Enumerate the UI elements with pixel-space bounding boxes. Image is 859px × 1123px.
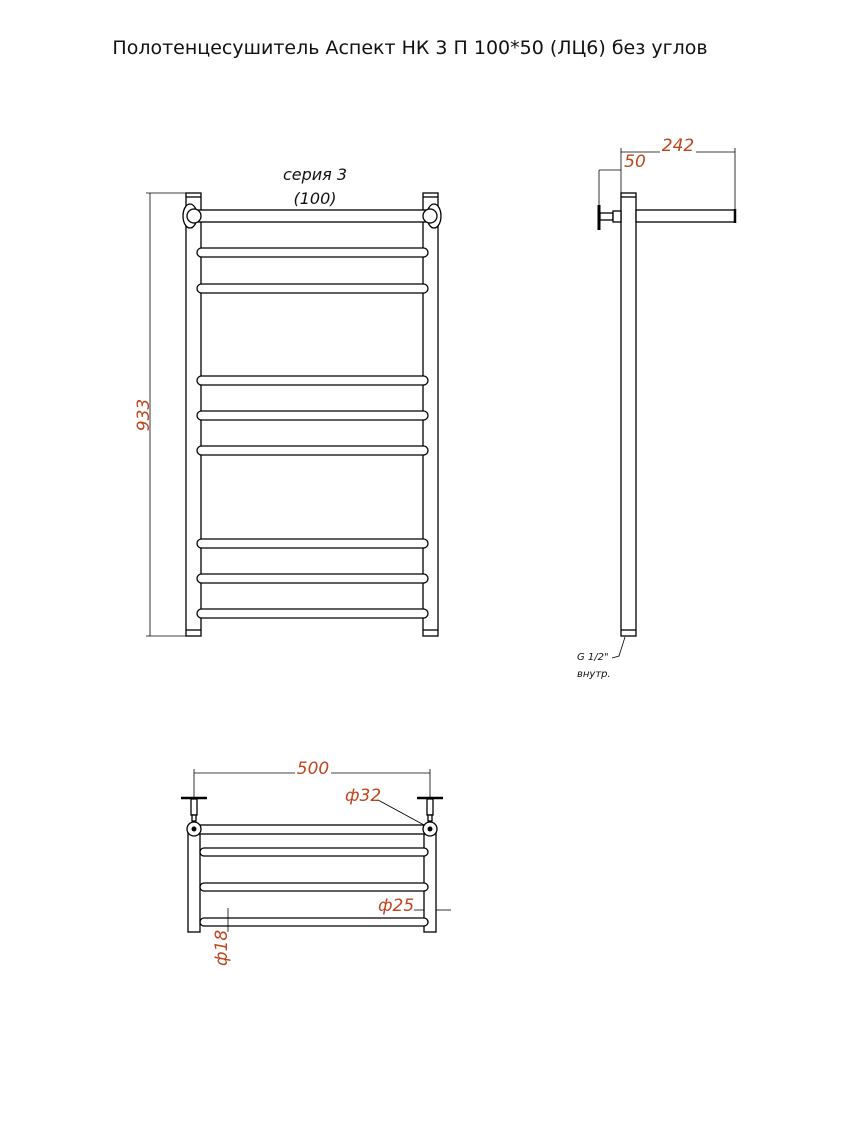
rung [196,538,429,549]
thread-label: G 1/2" [577,652,609,663]
top-view: 500 ф32 ф25 ф18 [181,759,451,966]
wall-valve [597,205,622,230]
series-label: серия 3 [283,165,347,184]
riser-diameter: ф25 [378,896,414,916]
series-code: (100) [293,189,336,208]
rung [196,573,429,584]
rung [196,410,429,421]
offset-dimension: 50 [598,152,646,205]
top-bar [193,209,431,223]
top-bar-plan [193,824,431,835]
bar-diameter: ф18 [212,930,232,966]
side-riser [620,192,637,637]
rung [196,608,429,619]
rung [196,247,429,258]
side-bar [635,209,736,223]
width-dim-value: 500 [297,759,329,779]
width-dimension: 500 [193,759,431,798]
rung [196,375,429,386]
thread-note: внутр. [577,669,611,680]
side-view: 242 50 G 1/2" внутр. [577,136,737,680]
offset-dim-value: 50 [624,152,646,172]
left-riser-top [187,829,201,933]
right-riser-top [423,829,437,933]
depth-dimension: 242 [620,136,736,209]
riser-top-diameter: ф32 [345,786,381,806]
drawing-title: Полотенцесушитель Аспект НК 3 П 100*50 (… [112,37,707,59]
depth-dim-value: 242 [662,136,694,156]
rungs [196,247,429,619]
front-view: серия 3 (100) 933 [134,165,442,637]
left-valve [181,796,207,822]
height-dim-value: 933 [134,399,154,431]
right-valve [417,796,443,822]
rung [196,283,429,294]
height-dimension: 933 [134,192,186,637]
rung [196,445,429,456]
